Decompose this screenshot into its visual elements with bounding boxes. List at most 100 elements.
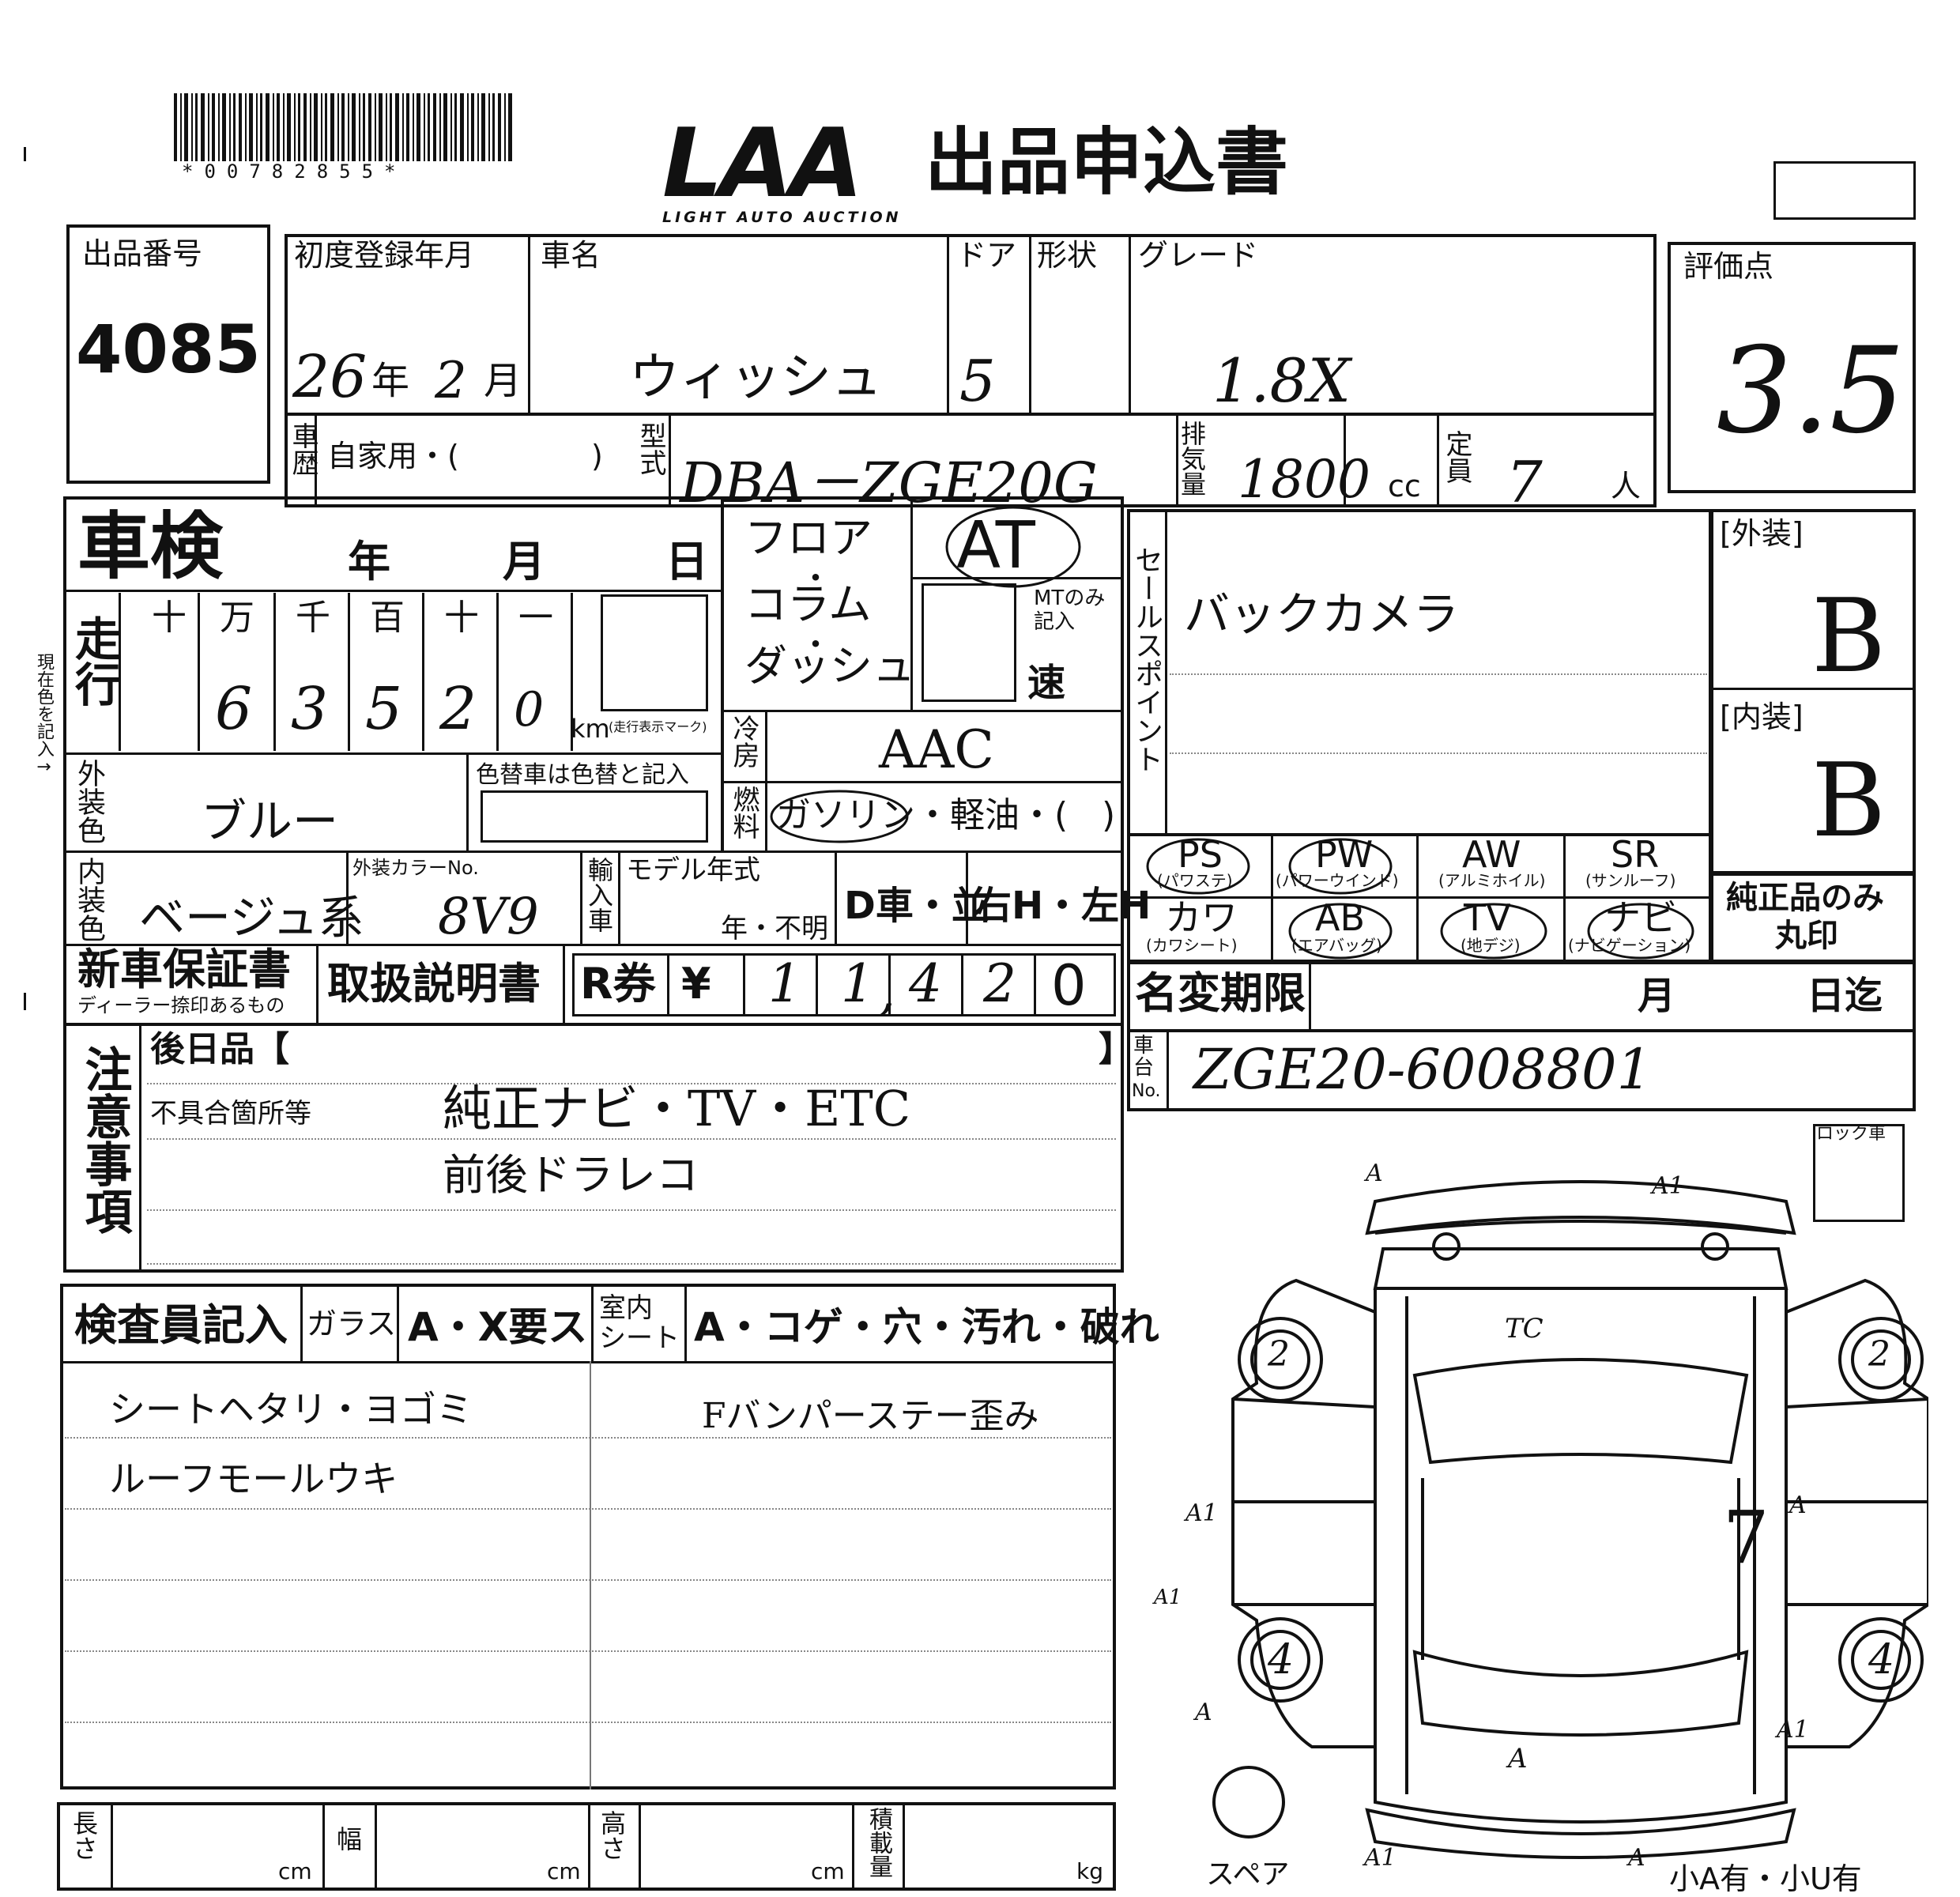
shift-dash: ダッシュ <box>744 641 915 691</box>
recycle-digit-3: 2 <box>983 953 1016 1014</box>
dim-width-unit: cm <box>547 1858 581 1884</box>
mark-8: 7 <box>1723 1495 1770 1580</box>
wheel-rr: 4 <box>1868 1636 1895 1684</box>
shaken-label: 車検 <box>77 504 224 589</box>
notes-line-1: 純正ナビ・TV・ETC <box>443 1080 911 1137</box>
mt-note-2: 記入 <box>1034 610 1076 634</box>
dim-height-label: 高さ <box>597 1810 627 1861</box>
ac-label: 冷房 <box>728 715 760 768</box>
shape-label: 形状 <box>1037 238 1098 273</box>
dim-length-unit: cm <box>278 1858 312 1884</box>
warranty-sub: ディーラー捺印あるもの <box>77 994 285 1016</box>
mark-10: A1 <box>1154 1586 1182 1609</box>
score-value: 3.5 <box>1717 322 1905 460</box>
manual-label: 取扱説明書 <box>327 959 541 1009</box>
seat-label-2: シート <box>599 1322 680 1354</box>
capacity-label: 定員 <box>1441 430 1472 484</box>
name-change-day: 日迄 <box>1807 974 1883 1018</box>
glass-value: A・X要ス <box>408 1304 588 1350</box>
exterior-value: B <box>1811 578 1886 696</box>
import-label: 輸入車 <box>584 857 614 933</box>
listing-number: 4085 <box>76 311 261 388</box>
mark-6: A <box>1508 1743 1528 1774</box>
repaint-label: 色替車は色替と記入 <box>476 761 689 789</box>
recycle-digit-2: 4 <box>909 953 942 1014</box>
option-kawa[interactable]: カワ <box>1165 896 1238 939</box>
sales-point-label: セールスポイント <box>1130 545 1163 773</box>
car-name-label: 車名 <box>541 238 601 273</box>
mark-2: A1 <box>1652 1172 1684 1200</box>
option-circles <box>1146 838 1694 960</box>
exterior-label: [外装] <box>1720 516 1804 551</box>
listing-number-label: 出品番号 <box>82 236 203 271</box>
dim-width-label: 幅 <box>333 1826 363 1851</box>
displacement-value: 1800 <box>1238 449 1370 510</box>
warranty-label: 新車保証書 <box>77 945 291 994</box>
inspection-block <box>63 496 1124 1273</box>
option-navi[interactable]: ナビ <box>1604 896 1677 939</box>
diagram-bottom-note: 小A有・小U有 <box>1669 1861 1862 1896</box>
lock-box <box>1813 1124 1905 1222</box>
mt-note-1: MTのみ <box>1034 586 1106 610</box>
recycle-digit-4: 0 <box>1051 953 1087 1018</box>
sales-point-value: バックカメラ <box>1184 587 1460 641</box>
mark-7: A <box>1789 1492 1807 1519</box>
shift-floor: フロア <box>744 513 873 563</box>
mileage-unit-3: 百 <box>370 598 405 638</box>
displacement-unit: cc <box>1388 469 1421 503</box>
option-sr[interactable]: SR <box>1611 833 1660 876</box>
inspector-note-1: シートヘタリ・ヨゴミ <box>109 1388 473 1431</box>
shift-speed: 速 <box>1027 661 1066 705</box>
mileage-digit-2: 3 <box>291 675 329 743</box>
mileage-km: km <box>571 714 610 744</box>
option-ps[interactable]: PS <box>1178 833 1223 876</box>
name-change-month: 月 <box>1638 974 1676 1018</box>
mileage-digit-4: 2 <box>439 675 477 743</box>
margin-tick <box>24 147 26 161</box>
logo: LAA LIGHT AUTO AUCTION <box>662 109 902 227</box>
color-no-label: 外装カラーNo. <box>352 857 479 879</box>
notes-line-2: 前後ドラレコ <box>443 1150 699 1200</box>
wheel-fr: 2 <box>1868 1334 1890 1375</box>
option-aw[interactable]: AW <box>1462 833 1521 876</box>
glass-label: ガラス <box>307 1307 397 1341</box>
first-reg-year: 26 <box>292 343 368 411</box>
seat-label-1: 室内 <box>599 1292 653 1324</box>
spare-label: スペア <box>1206 1858 1290 1891</box>
history-text: 自家用・( <box>327 439 459 473</box>
name-change-label: 名変期限 <box>1135 968 1306 1018</box>
option-ps-sub: (パワステ) <box>1157 871 1233 890</box>
model-value: DBA－ZGE20G <box>680 451 1098 515</box>
capacity-unit: 人 <box>1611 469 1642 503</box>
mark-1: A <box>1366 1160 1383 1187</box>
mileage-digit-1: 6 <box>215 675 253 743</box>
shaken-year: 年 <box>348 537 390 586</box>
wheel-rl: 4 <box>1268 1636 1295 1684</box>
dim-cargo-unit: kg <box>1076 1858 1103 1884</box>
car-name: ウィッシュ <box>629 349 882 407</box>
seat-value: A・コゲ・穴・汚れ・破れ <box>694 1304 1159 1350</box>
car-diagram <box>1212 1180 1928 1859</box>
recycle-label: R券 <box>580 959 656 1009</box>
mark-9: A1 <box>1777 1716 1809 1744</box>
dim-length-label: 長さ <box>69 1810 99 1861</box>
fuel-label: 燃料 <box>728 786 760 839</box>
logo-text: LAA <box>662 109 863 219</box>
recycle-box <box>572 953 1116 1016</box>
dealer-type: D車・並 <box>844 884 989 928</box>
mark-5: A <box>1195 1699 1212 1726</box>
repaint-box <box>481 790 708 843</box>
chassis-label-1: 車 <box>1133 1034 1155 1058</box>
mileage-km-note: (走行表示マーク) <box>609 719 707 734</box>
mileage-digit-5: 0 <box>514 682 545 737</box>
barcode <box>172 93 514 166</box>
blank-box-top-right <box>1773 161 1916 220</box>
chassis-box <box>1127 1029 1916 1111</box>
chassis-label-3: No. <box>1132 1081 1161 1101</box>
shift-value: AT <box>956 508 1035 583</box>
inspector-label: 検査員記入 <box>74 1300 288 1350</box>
model-year-label: モデル年式 <box>626 854 760 886</box>
shift-dot-1: ・ <box>800 560 831 597</box>
dim-cargo-label: 積載量 <box>865 1807 892 1878</box>
mileage-unit-5: 一 <box>518 598 553 638</box>
